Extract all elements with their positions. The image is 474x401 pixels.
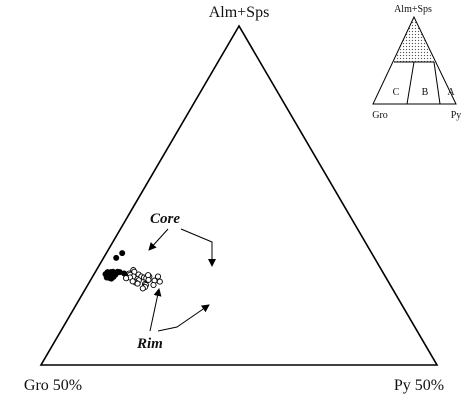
inset-diagram: Alm+Sps Gro Py C B A <box>372 4 461 121</box>
inset-field-c: C <box>393 87 400 98</box>
inset-left-label: Gro <box>372 110 388 121</box>
rim-point <box>145 276 152 283</box>
inset-field-a: A <box>447 87 455 98</box>
core-annotation: Core <box>148 211 216 267</box>
rim-annotation: Rim <box>136 288 210 352</box>
rim-point <box>150 281 157 289</box>
inset-divider-right <box>433 61 441 105</box>
vertex-label-left: Gro 50% <box>24 377 82 394</box>
vertex-label-top: Alm+Sps <box>209 4 270 21</box>
inset-shaded-region <box>394 17 434 62</box>
data-points-layer <box>102 250 163 292</box>
inset-field-b: B <box>422 87 429 98</box>
rim-point <box>156 278 163 285</box>
rim-arrow-to-open <box>157 304 210 332</box>
inset-top-label: Alm+Sps <box>394 4 432 15</box>
core-arrow-to-open <box>180 228 216 267</box>
rim-point <box>154 273 162 280</box>
core-point <box>113 254 120 261</box>
rim-arrow-to-filled <box>149 288 162 332</box>
rim-point <box>123 275 130 282</box>
rim-point <box>134 280 141 287</box>
core-point <box>108 275 115 282</box>
core-point <box>112 271 119 278</box>
inset-right-label: Py <box>451 110 462 121</box>
inset-triangle <box>372 15 457 105</box>
vertex-label-right: Py 50% <box>394 377 444 394</box>
main-ternary-triangle <box>39 24 439 366</box>
rim-label: Rim <box>136 336 163 352</box>
core-arrow-to-filled <box>148 228 169 251</box>
rim-point <box>139 285 146 292</box>
rim-point <box>129 278 136 285</box>
inset-divider-left <box>406 61 415 105</box>
core-label: Core <box>150 211 180 227</box>
core-point <box>119 250 126 257</box>
